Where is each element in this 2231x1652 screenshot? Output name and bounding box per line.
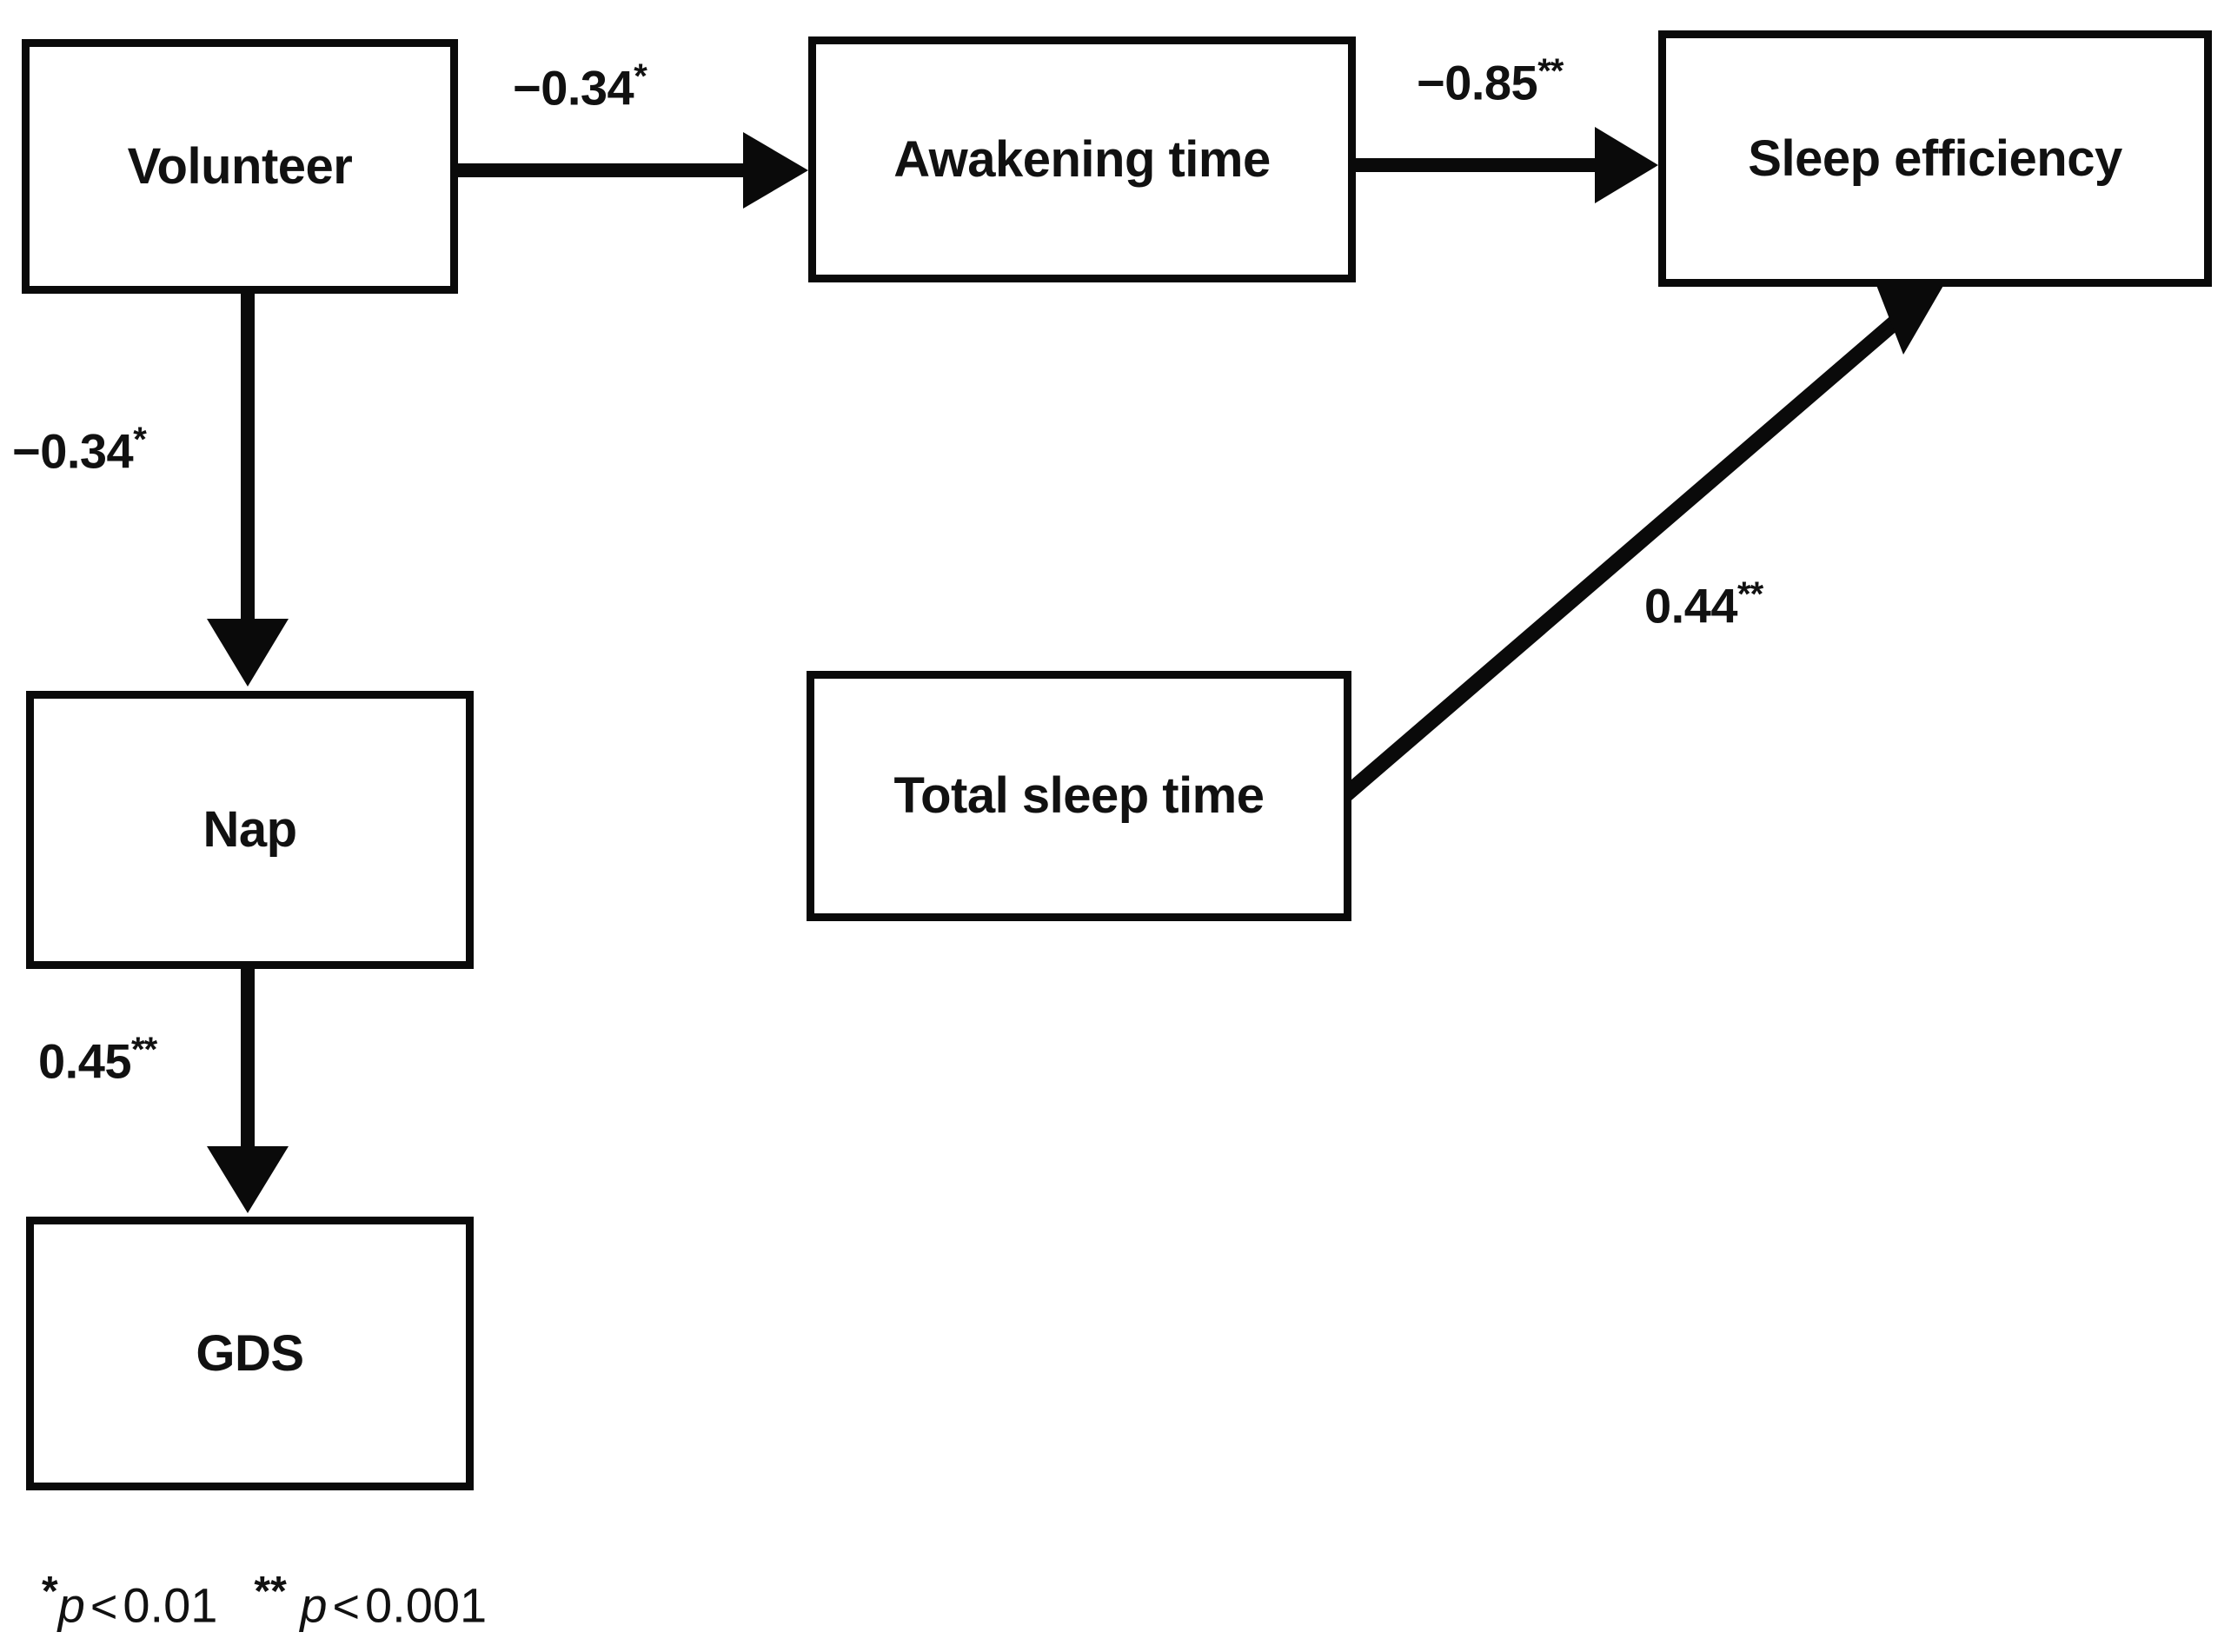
node-label-volunteer: Volunteer <box>127 137 353 195</box>
edge-coefficient: −0.85 <box>1417 55 1538 110</box>
arrow-awakening-to-sleep-efficiency <box>1356 127 1658 203</box>
edge-coefficient: −0.34 <box>513 60 634 116</box>
legend-value-double: 0.001 <box>365 1577 488 1633</box>
edge-label-volunteer-to-nap: −0.34* <box>12 421 147 479</box>
node-label-nap: Nap <box>203 801 297 858</box>
node-label-awakening-time: Awakening time <box>893 130 1271 188</box>
node-sleep-efficiency[interactable]: Sleep efficiency <box>1658 30 2212 287</box>
edge-significance-stars: ** <box>131 1031 157 1069</box>
legend-star-single: * <box>42 1569 58 1615</box>
edge-coefficient: 0.45 <box>38 1033 132 1089</box>
node-label-sleep-efficiency: Sleep efficiency <box>1748 129 2122 187</box>
edge-significance-stars: ** <box>1537 52 1564 90</box>
node-volunteer[interactable]: Volunteer <box>22 39 458 294</box>
arrow-total-sleep-time-to-sleep-efficiency <box>1328 276 1944 812</box>
node-label-gds: GDS <box>196 1324 304 1382</box>
edge-coefficient: −0.34 <box>12 423 134 479</box>
arrow-volunteer-to-awakening <box>458 132 808 209</box>
legend-lt-single: < <box>90 1580 118 1633</box>
legend-value-single: 0.01 <box>123 1577 218 1633</box>
edge-significance-stars: * <box>133 421 147 459</box>
node-awakening-time[interactable]: Awakening time <box>808 36 1356 282</box>
edge-label-total-sleep-time-to-sleep-efficiency: 0.44** <box>1644 577 1763 631</box>
node-gds[interactable]: GDS <box>26 1217 474 1490</box>
node-nap[interactable]: Nap <box>26 691 474 969</box>
significance-legend: *p<0.01** p<0.001 <box>42 1571 487 1630</box>
edge-significance-stars: * <box>634 57 647 96</box>
node-label-total-sleep-time: Total sleep time <box>893 767 1265 824</box>
edge-coefficient: 0.44 <box>1644 578 1738 634</box>
node-total-sleep-time[interactable]: Total sleep time <box>807 671 1351 921</box>
legend-p-single: p <box>57 1577 85 1633</box>
edge-significance-stars: ** <box>1737 575 1763 614</box>
edge-label-nap-to-gds: 0.45** <box>38 1031 157 1089</box>
arrow-nap-to-gds <box>207 969 289 1213</box>
arrow-volunteer-to-nap <box>207 294 289 687</box>
legend-p-double: p <box>300 1577 328 1633</box>
edge-label-volunteer-to-awakening: −0.34* <box>513 59 647 113</box>
legend-lt-double: < <box>332 1580 361 1633</box>
edge-label-awakening-to-sleep-efficiency: −0.85** <box>1417 52 1564 110</box>
legend-star-double: ** <box>254 1569 287 1615</box>
